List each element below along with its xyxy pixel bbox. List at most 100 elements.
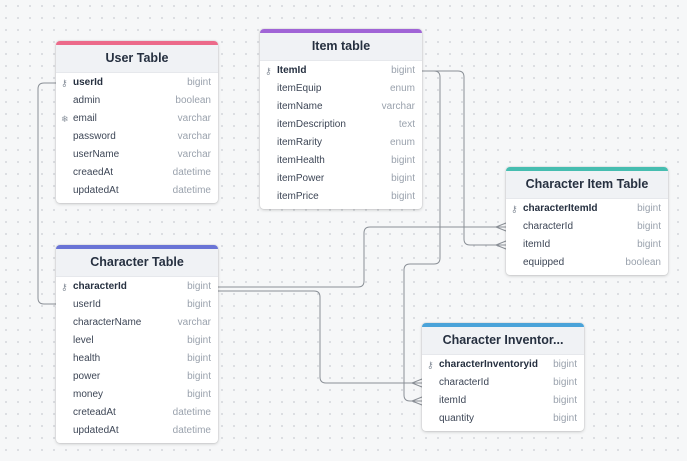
table-title[interactable]: Character Inventor...: [422, 327, 584, 355]
field-type: bigint: [553, 395, 577, 406]
relation-line: [37, 82, 56, 305]
table-color-bar: [506, 167, 668, 171]
field-name: itemDescription: [277, 119, 346, 130]
field-name: itemName: [277, 101, 323, 112]
field-type: varchar: [177, 131, 211, 142]
field-type: varchar: [177, 149, 211, 160]
crowfoot-marker: [495, 240, 507, 250]
field-row[interactable]: itemRarity enum: [260, 134, 422, 152]
field-row[interactable]: creaedAt datetime: [56, 164, 218, 182]
field-type: bigint: [187, 353, 211, 364]
field-type: varchar: [177, 113, 211, 124]
table-title[interactable]: Character Table: [56, 249, 218, 277]
table-character-inventory[interactable]: Character Inventor... ⚷characterInventor…: [422, 323, 584, 431]
crowfoot-marker: [495, 222, 507, 232]
table-title[interactable]: Character Item Table: [506, 171, 668, 199]
relation-line: [218, 290, 422, 384]
field-type: bigint: [391, 65, 415, 76]
field-name: userId: [73, 77, 104, 88]
field-name: equipped: [523, 257, 565, 268]
field-type: boolean: [625, 257, 661, 268]
snowflake-icon: ❄: [61, 114, 69, 124]
field-type: bigint: [391, 191, 415, 202]
field-row[interactable]: equipped boolean: [506, 254, 668, 272]
field-type: varchar: [381, 101, 415, 112]
relation-line: [218, 226, 506, 288]
field-row[interactable]: updatedAt datetime: [56, 182, 218, 200]
field-name: creaedAt: [73, 167, 114, 178]
field-name: email: [73, 113, 97, 124]
field-row[interactable]: health bigint: [56, 350, 218, 368]
field-type: datetime: [172, 167, 211, 178]
field-row[interactable]: itemName varchar: [260, 98, 422, 116]
field-type: bigint: [553, 377, 577, 388]
field-name: characterName: [73, 317, 142, 328]
crowfoot-marker: [411, 378, 423, 388]
field-row[interactable]: itemId bigint: [422, 392, 584, 410]
field-name: itemPrice: [277, 191, 319, 202]
field-type: bigint: [391, 155, 415, 166]
field-name: health: [73, 353, 101, 364]
field-row[interactable]: userId bigint: [56, 296, 218, 314]
field-name: updatedAt: [73, 425, 119, 436]
key-icon: ⚷: [265, 66, 272, 76]
field-name: userId: [73, 299, 101, 310]
field-type: bigint: [637, 221, 661, 232]
field-name: itemPower: [277, 173, 325, 184]
field-row[interactable]: power bigint: [56, 368, 218, 386]
field-type: bigint: [553, 413, 577, 424]
field-name: itemRarity: [277, 137, 323, 148]
field-name: characterId: [439, 377, 490, 388]
field-row[interactable]: characterId bigint: [422, 374, 584, 392]
field-type: enum: [389, 137, 415, 148]
field-name: itemId: [439, 395, 467, 406]
field-type: bigint: [187, 371, 211, 382]
table-title[interactable]: User Table: [56, 45, 218, 73]
field-row[interactable]: ⚷ ItemId bigint: [260, 62, 422, 80]
field-name: money: [73, 389, 104, 400]
field-type: bigint: [187, 77, 211, 88]
field-row[interactable]: ❄ email varchar: [56, 110, 218, 128]
field-name: ItemId: [277, 65, 307, 76]
field-row[interactable]: itemPower bigint: [260, 170, 422, 188]
field-type: varchar: [177, 317, 211, 328]
field-type: datetime: [172, 185, 211, 196]
field-type: bigint: [637, 239, 661, 250]
table-title[interactable]: Item table: [260, 33, 422, 61]
field-type: bigint: [187, 335, 211, 346]
field-row[interactable]: characterName varchar: [56, 314, 218, 332]
field-type: bigint: [391, 173, 415, 184]
field-type: bigint: [187, 299, 211, 310]
field-type: enum: [389, 83, 415, 94]
field-row[interactable]: itemPrice bigint: [260, 188, 422, 206]
field-name: updatedAt: [73, 185, 119, 196]
table-color-bar: [260, 29, 422, 33]
field-name: power: [73, 371, 101, 382]
